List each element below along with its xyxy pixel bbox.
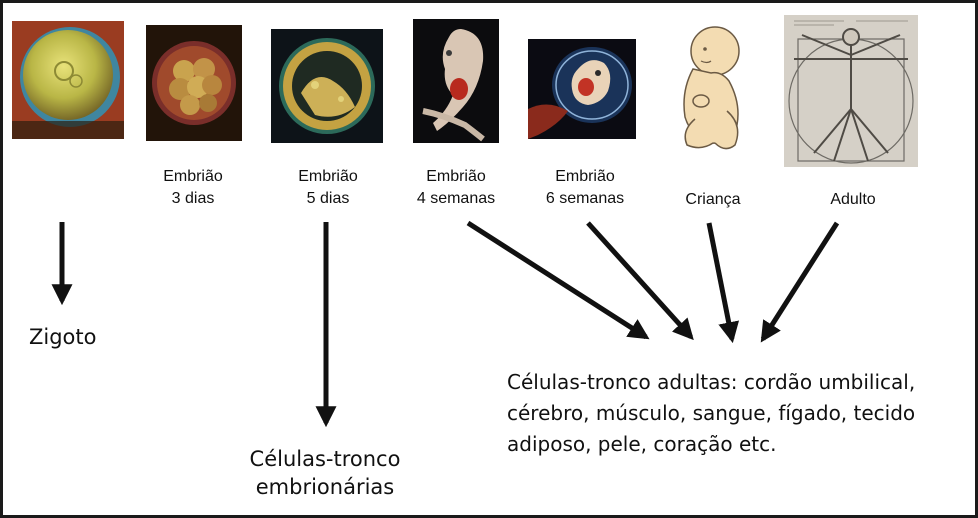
label-line: Criança xyxy=(685,191,741,208)
arrow-crianca xyxy=(706,222,740,344)
label-embriao-5-dias: Embrião 5 dias xyxy=(268,166,388,210)
label-line: Embrião xyxy=(298,168,358,185)
arrow-6-semanas xyxy=(586,221,694,341)
label-line: Adulto xyxy=(830,191,876,208)
label-line: 5 dias xyxy=(306,190,350,207)
arrows-layer xyxy=(51,220,840,428)
outcome-line: embrionárias xyxy=(255,475,395,499)
label-line: 4 semanas xyxy=(416,190,496,207)
arrow-4-semanas xyxy=(466,220,650,340)
outcome-line: Células-tronco adultas: cordão umbilical… xyxy=(507,370,916,394)
label-line: 6 semanas xyxy=(545,190,625,207)
child-drawing xyxy=(671,21,753,155)
label-line: 3 dias xyxy=(171,190,215,207)
embryo-6-weeks-photo xyxy=(528,39,636,139)
label-line: Embrião xyxy=(426,168,486,185)
label-line: Embrião xyxy=(555,168,615,185)
outcome-line: adiposo, pele, coração etc. xyxy=(507,432,777,456)
label-crianca: Criança xyxy=(653,189,773,211)
embryo-5-days-photo xyxy=(271,29,383,143)
embryo-3-days-photo xyxy=(146,25,242,141)
outcome-celulas-embrionarias: Células-tronco embrionárias xyxy=(223,445,427,501)
embryo-4-weeks-photo xyxy=(413,19,499,143)
outcome-line: Zigoto xyxy=(29,325,97,349)
outcome-line: Células-tronco xyxy=(249,447,401,471)
label-adulto: Adulto xyxy=(793,189,913,211)
outcome-zigoto: Zigoto xyxy=(29,323,96,351)
label-embriao-6-semanas: Embrião 6 semanas xyxy=(525,166,645,210)
zygote-photo xyxy=(12,21,124,139)
label-embriao-4-semanas: Embrião 4 semanas xyxy=(396,166,516,210)
label-embriao-3-dias: Embrião 3 dias xyxy=(133,166,253,210)
arrow-adulto xyxy=(760,221,840,343)
label-line: Embrião xyxy=(163,168,223,185)
outcome-line: cérebro, músculo, sangue, fígado, tecido xyxy=(507,401,916,425)
vitruvian-man-drawing xyxy=(784,15,918,167)
outcome-celulas-adultas: Células-tronco adultas: cordão umbilical… xyxy=(507,367,967,460)
